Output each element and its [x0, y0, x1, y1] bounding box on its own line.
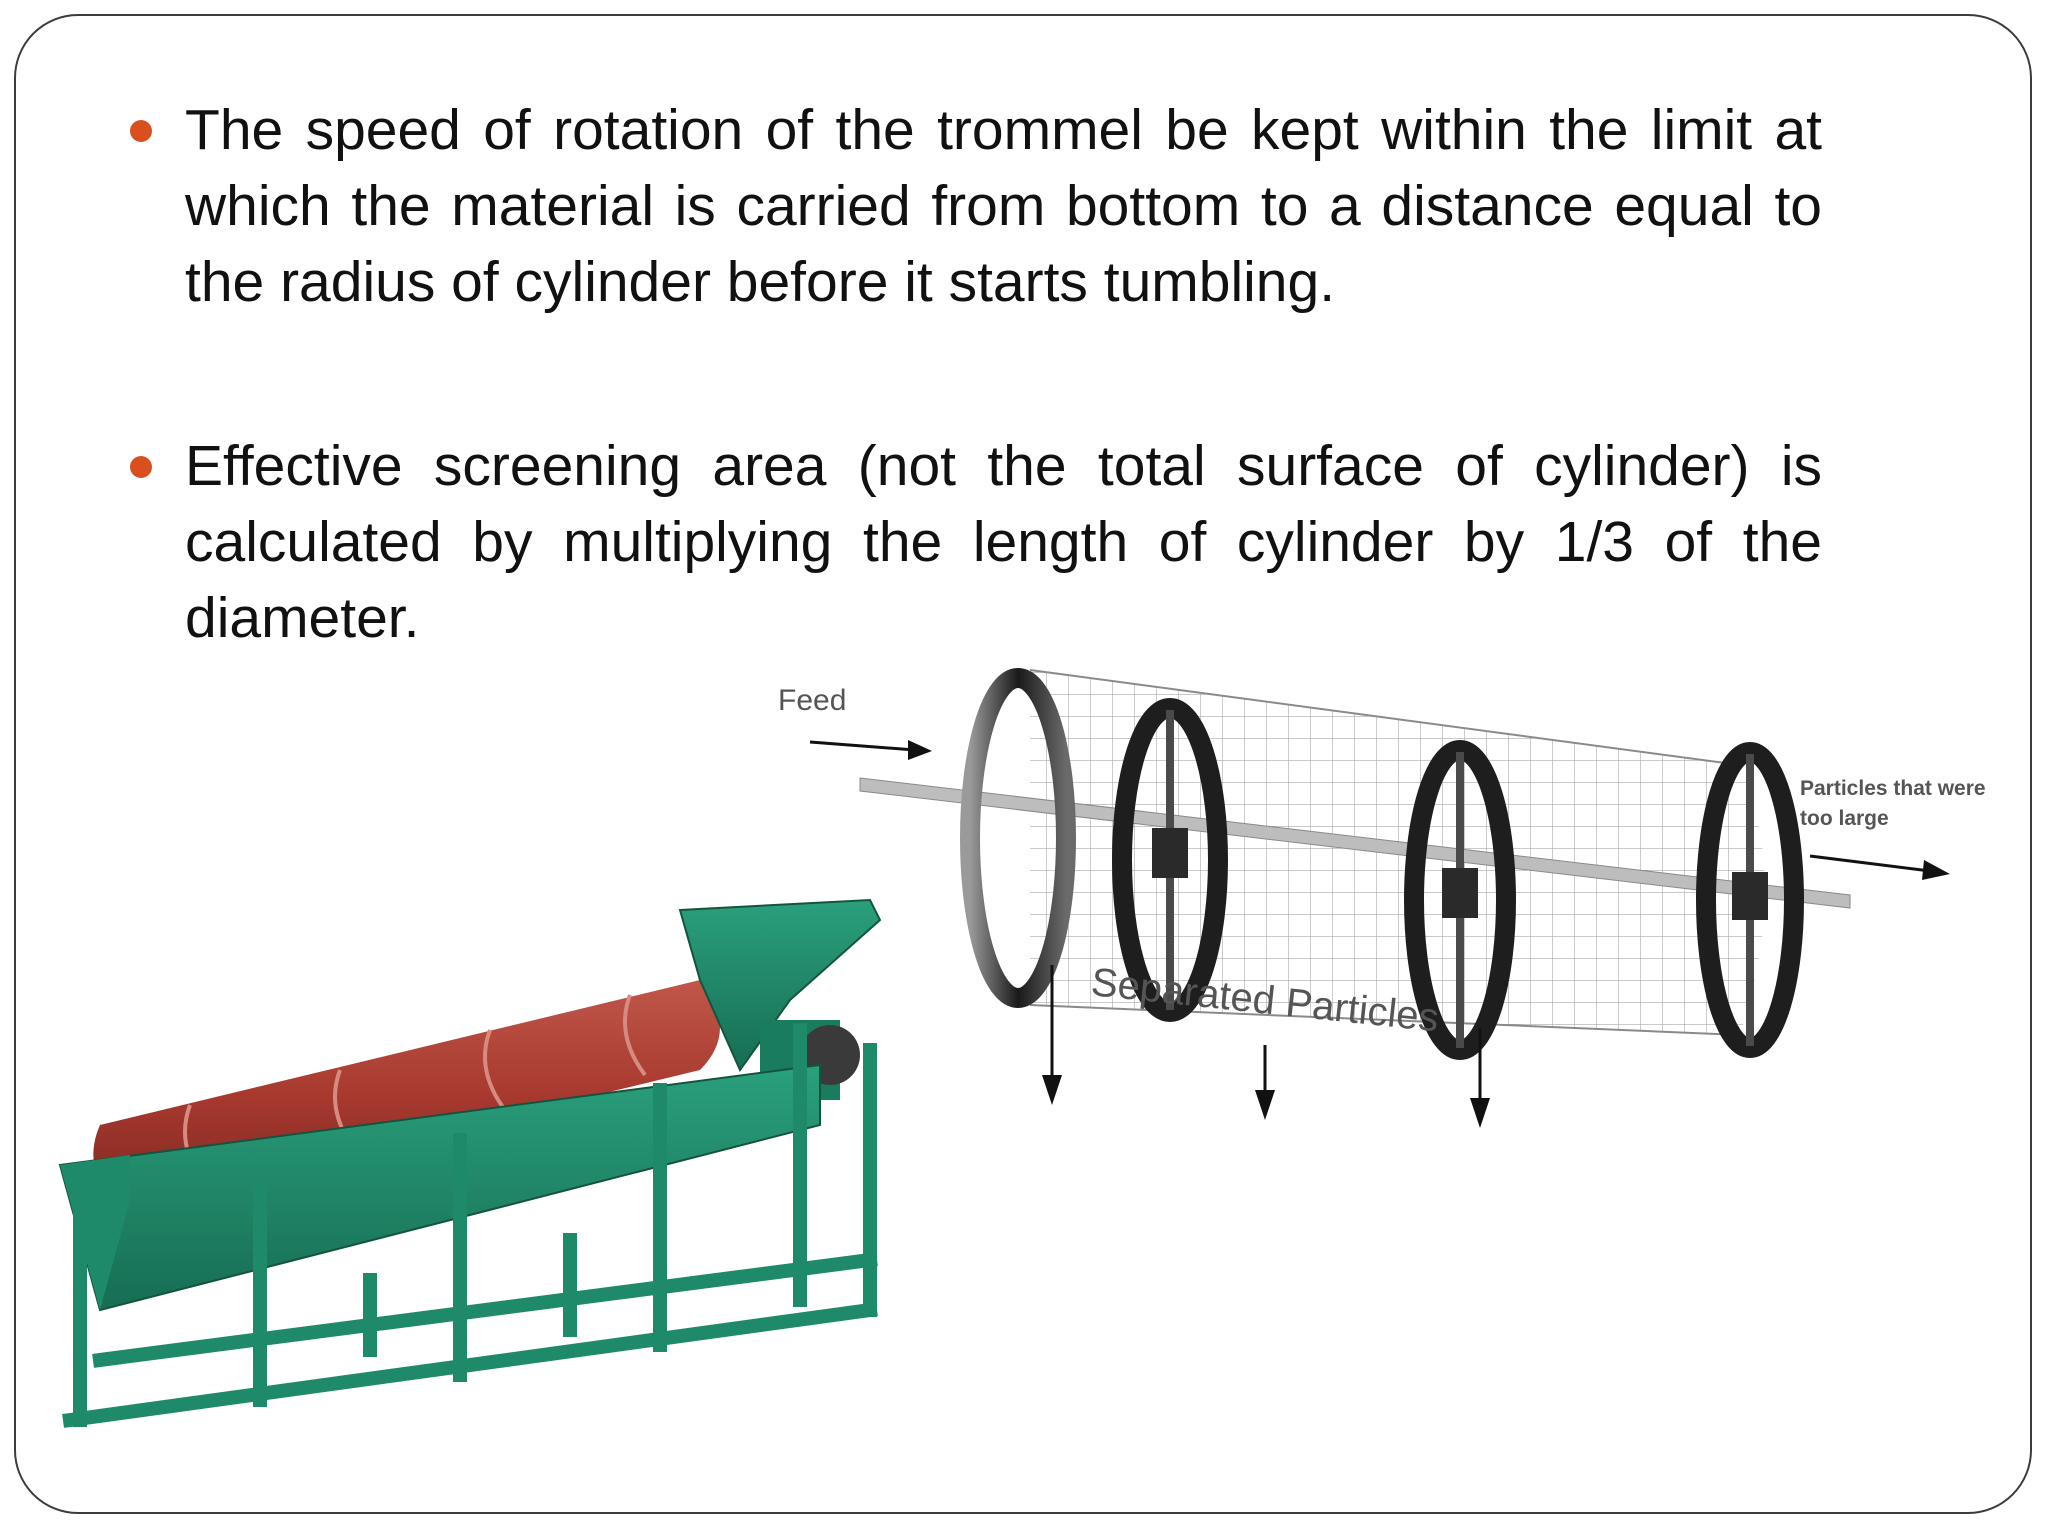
down-arrow-icon	[1042, 965, 1062, 1105]
wheel-3	[1404, 740, 1516, 1060]
bullet-text: The speed of rotation of the trommel be …	[185, 98, 1822, 314]
wheel-2	[1112, 698, 1228, 1022]
feed-label: Feed	[778, 684, 846, 717]
trommel-machine-image	[58, 898, 882, 1428]
bullet-item-rotation-speed: The speed of rotation of the trommel be …	[130, 92, 1822, 320]
bullet-item-screening-area: Effective screening area (not the total …	[130, 428, 1822, 656]
wheel-1	[960, 668, 1076, 1008]
bullet-list: The speed of rotation of the trommel be …	[130, 92, 1822, 656]
support-frame	[62, 1023, 878, 1428]
down-arrow-icon	[1470, 1028, 1490, 1128]
trommel-diagram: Feed Particles that were too large Separ…	[778, 668, 1986, 1128]
bullet-text: Effective screening area (not the total …	[185, 434, 1822, 650]
oversize-label-line1: Particles that were	[1800, 777, 1986, 800]
shaft	[859, 777, 1851, 909]
oversize-arrow-icon	[1809, 854, 1950, 880]
bullet-dot-icon	[130, 120, 152, 142]
bullet-dot-icon	[130, 456, 152, 478]
down-arrow-icon	[1255, 1045, 1275, 1120]
wheel-4	[1696, 742, 1804, 1058]
feed-arrow-icon	[809, 740, 932, 760]
oversize-label-line2: too large	[1800, 807, 1889, 830]
